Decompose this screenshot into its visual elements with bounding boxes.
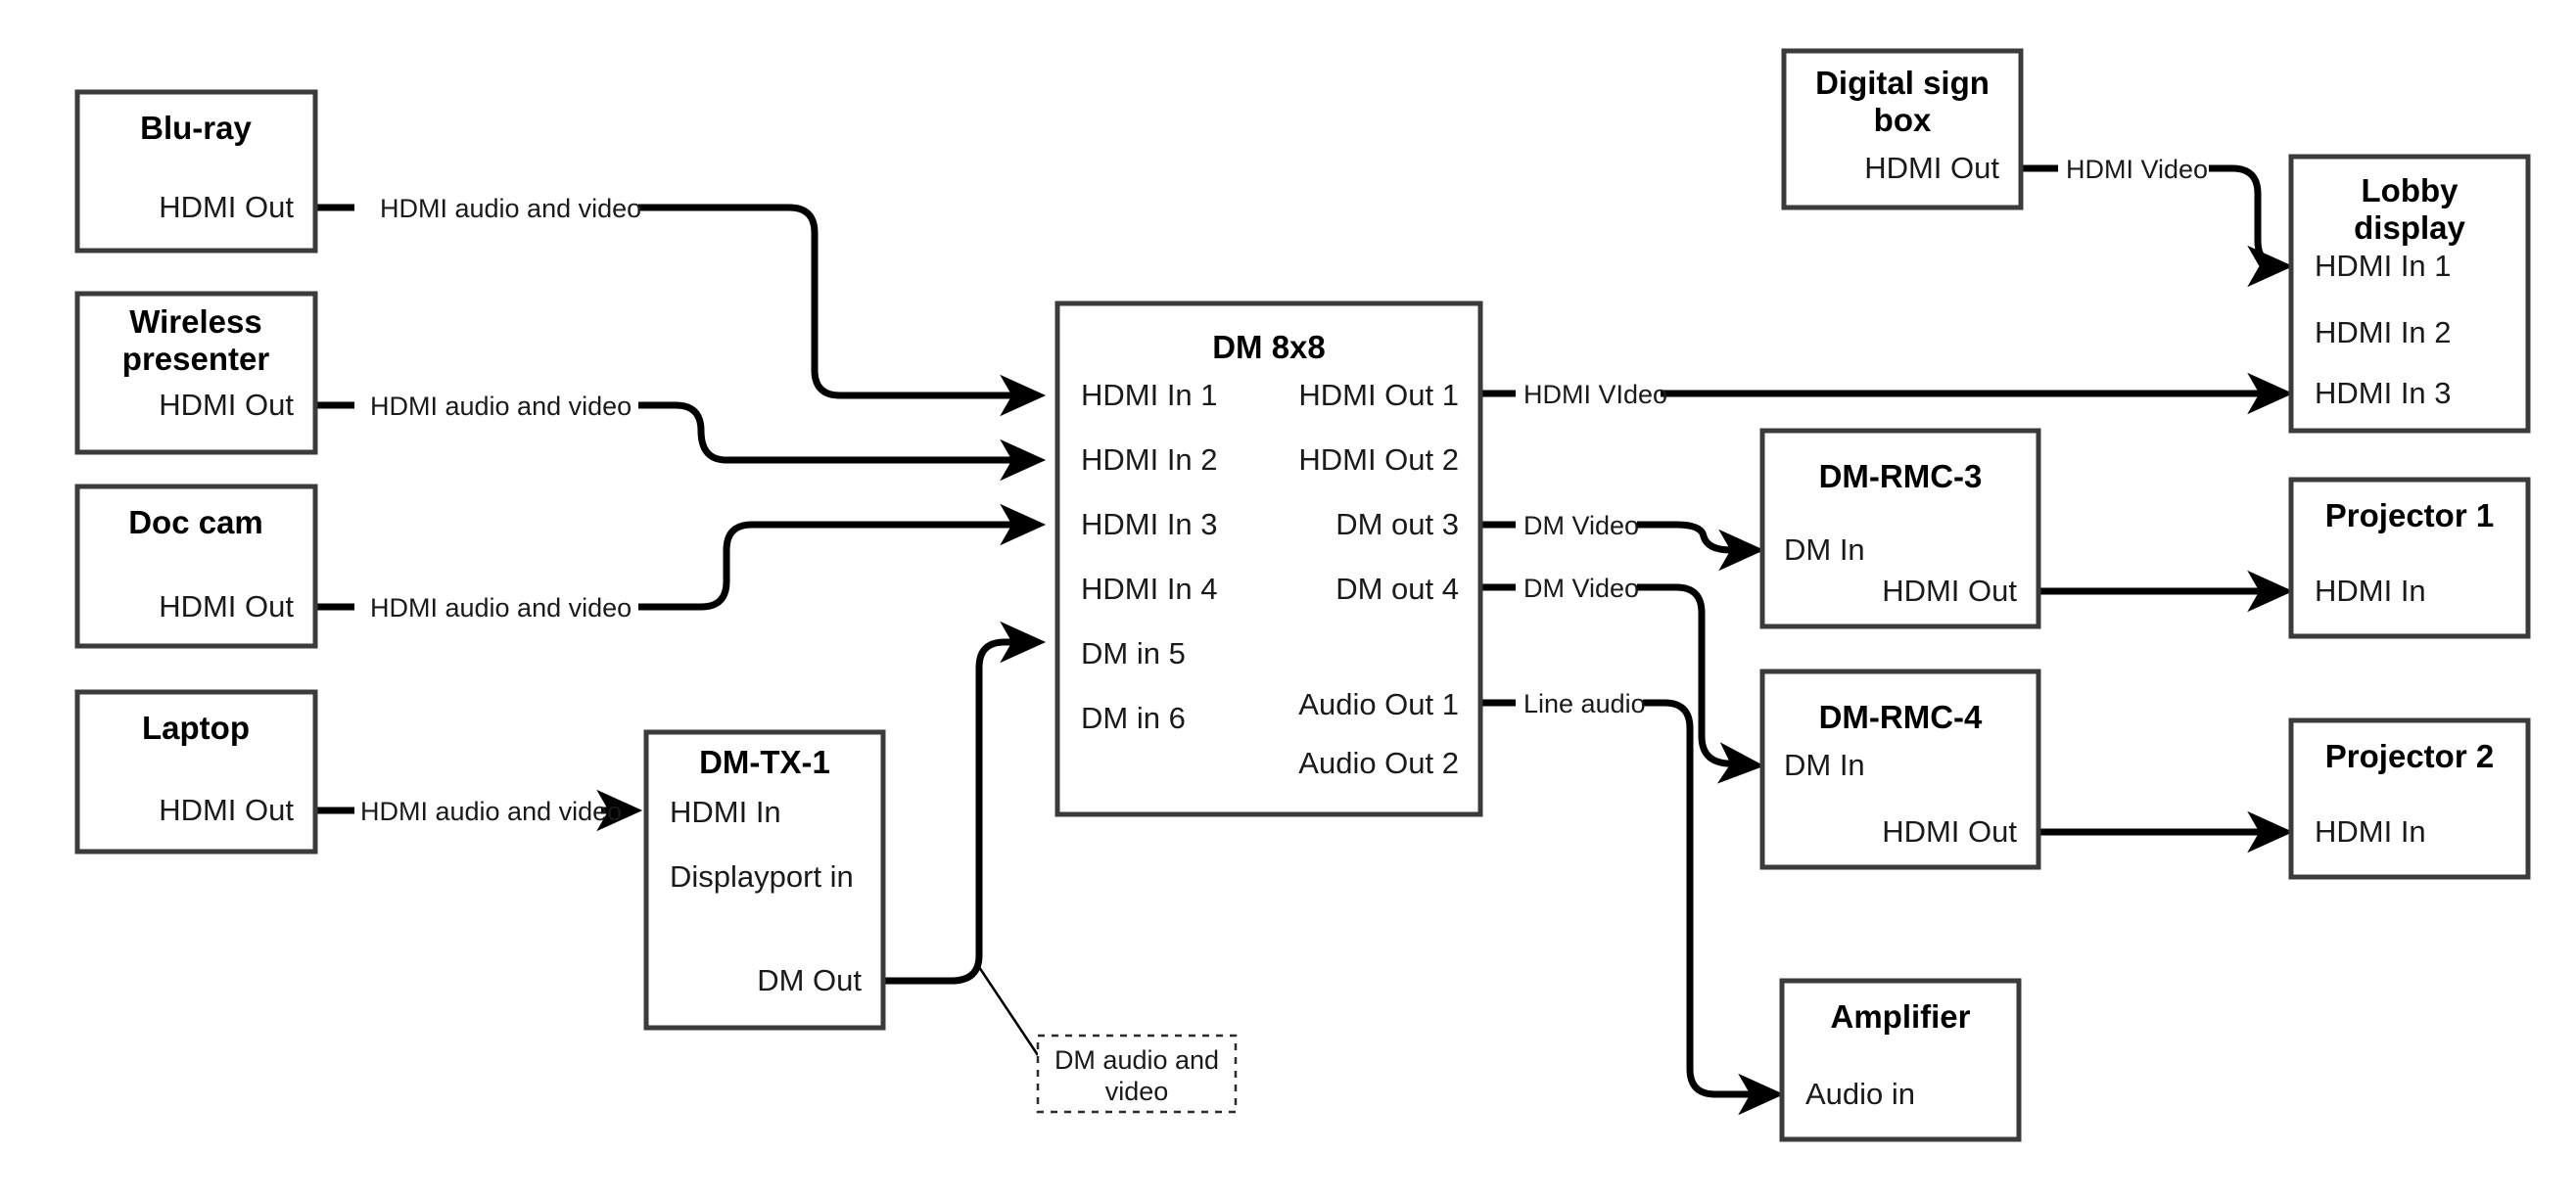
dm8x8-output-dm-out-3: DM out 3 (1335, 507, 1459, 541)
dm8x8-output-hdmi-out-2: HDMI Out 2 (1298, 442, 1459, 477)
rmc3-port-dm-in: DM In (1784, 532, 1865, 567)
laptop-port-hdmi-out: HDMI Out (159, 793, 294, 827)
dm8x8-input-hdmi-in-4: HDMI In 4 (1081, 572, 1218, 606)
bluray-port-hdmi-out: HDMI Out (159, 190, 294, 224)
doccam-title: Doc cam (128, 504, 263, 540)
signbox-port-hdmi-out: HDMI Out (1864, 151, 1999, 185)
dm8x8-input-dm-in-5: DM in 5 (1081, 636, 1186, 670)
wire-bluray-to-dm8x8 (315, 204, 1047, 417)
wire-doccam-to-dm8x8 (315, 503, 1047, 611)
wire-dm8x8-out4-to-rmc4 (1480, 583, 1765, 784)
dmtx1-port-displayport-in: Displayport in (670, 859, 854, 894)
lobby-input-hdmi-in-3: HDMI In 3 (2315, 376, 2452, 410)
wire-signbox-to-lobby (2021, 164, 2294, 288)
proj2-title: Projector 2 (2325, 738, 2494, 774)
node-dm-rmc-4[interactable]: DM-RMC-4 DM In HDMI Out (1759, 669, 2041, 870)
wire-dm8x8-out3-to-rmc3 (1480, 521, 1765, 572)
wire-dmtx1-to-dm8x8 (883, 621, 1047, 985)
dm8x8-output-hdmi-out-1: HDMI Out 1 (1298, 378, 1459, 412)
dmtx1-title: DM-TX-1 (699, 744, 830, 780)
amp-title: Amplifier (1830, 998, 1970, 1035)
rmc4-port-dm-in: DM In (1784, 748, 1865, 782)
laptop-title: Laptop (142, 710, 250, 746)
node-bluray[interactable]: Blu-ray HDMI Out (74, 89, 318, 254)
node-digital-sign-box[interactable]: Digital sign box HDMI Out (1781, 48, 2024, 210)
edge-label-signbox-to-lobby: HDMI Video (2066, 155, 2208, 184)
node-dm-rmc-3[interactable]: DM-RMC-3 DM In HDMI Out (1759, 428, 2041, 629)
node-dm-tx-1[interactable]: DM-TX-1 HDMI In Displayport in DM Out (643, 729, 886, 1031)
edge-label-doccam-to-dm: HDMI audio and video (370, 593, 632, 623)
signbox-title-line1: Digital sign (1815, 65, 1990, 101)
edge-label-bluray-to-dm: HDMI audio and video (380, 194, 641, 223)
dm8x8-input-hdmi-in-1: HDMI In 1 (1081, 378, 1218, 412)
dm8x8-input-hdmi-in-2: HDMI In 2 (1081, 442, 1218, 477)
dmtx1-port-dm-out: DM Out (757, 963, 862, 997)
lobby-input-hdmi-in-2: HDMI In 2 (2315, 315, 2452, 349)
edge-label-dm-out4-to-rmc4: DM Video (1523, 574, 1639, 603)
node-projector-2[interactable]: Projector 2 HDMI In (2288, 717, 2531, 880)
edge-label-dm-audio-to-amp: Line audio (1523, 689, 1646, 718)
dm8x8-input-hdmi-in-3: HDMI In 3 (1081, 507, 1218, 541)
edge-label-dm-out3-to-rmc3: DM Video (1523, 511, 1639, 540)
signbox-title-line2: box (1874, 102, 1932, 138)
lobby-title-line1: Lobby (2362, 172, 2459, 208)
dm8x8-title: DM 8x8 (1212, 329, 1326, 365)
doccam-port-hdmi-out: HDMI Out (159, 589, 294, 624)
rmc3-title: DM-RMC-3 (1819, 458, 1983, 494)
proj1-port-hdmi-in: HDMI In (2315, 574, 2426, 608)
node-lobby-display[interactable]: Lobby display HDMI In 1 HDMI In 2 HDMI I… (2288, 154, 2531, 434)
node-projector-1[interactable]: Projector 1 HDMI In (2288, 477, 2531, 639)
wire-wireless-to-dm8x8 (315, 401, 1047, 482)
wire-dm8x8-audio-to-amp (1480, 699, 1785, 1116)
rmc3-port-hdmi-out: HDMI Out (1882, 574, 2017, 608)
node-amplifier[interactable]: Amplifier Audio in (1779, 978, 2022, 1142)
node-laptop[interactable]: Laptop HDMI Out (74, 689, 318, 855)
bluray-title: Blu-ray (140, 110, 252, 146)
edge-label-laptop-to-tx: HDMI audio and video (360, 797, 622, 826)
callout-dm-audio-and-video: DM audio and video (1036, 1034, 1238, 1114)
dm8x8-output-dm-out-4: DM out 4 (1335, 572, 1459, 606)
lobby-title-line2: display (2354, 209, 2465, 246)
proj2-port-hdmi-in: HDMI In (2315, 814, 2426, 849)
amp-port-audio-in: Audio in (1805, 1077, 1915, 1111)
wireless-title-line1: Wireless (129, 303, 261, 340)
callout-line1: DM audio and (1054, 1045, 1219, 1075)
wireless-port-hdmi-out: HDMI Out (159, 388, 294, 422)
rmc4-title: DM-RMC-4 (1819, 699, 1983, 735)
proj1-title: Projector 1 (2325, 497, 2494, 533)
dm8x8-output-audio-out-1: Audio Out 1 (1298, 687, 1459, 721)
node-wireless-presenter[interactable]: Wireless presenter HDMI Out (74, 291, 318, 455)
rmc4-port-hdmi-out: HDMI Out (1882, 814, 2017, 849)
node-dm-8x8[interactable]: DM 8x8 HDMI In 1 HDMI In 2 HDMI In 3 HDM… (1054, 300, 1483, 817)
dm8x8-input-dm-in-6: DM in 6 (1081, 701, 1186, 735)
wireless-title-line2: presenter (122, 341, 270, 377)
dm8x8-output-audio-out-2: Audio Out 2 (1298, 746, 1459, 780)
callout-leader-line (977, 966, 1040, 1056)
edge-label-wireless-to-dm: HDMI audio and video (370, 392, 632, 421)
lobby-input-hdmi-in-1: HDMI In 1 (2315, 249, 2452, 283)
node-doc-cam[interactable]: Doc cam HDMI Out (74, 484, 318, 649)
dmtx1-port-hdmi-in: HDMI In (670, 795, 781, 829)
edge-label-dm-out1-to-lobby: HDMI VIdeo (1523, 380, 1667, 409)
callout-line2: video (1105, 1077, 1169, 1106)
